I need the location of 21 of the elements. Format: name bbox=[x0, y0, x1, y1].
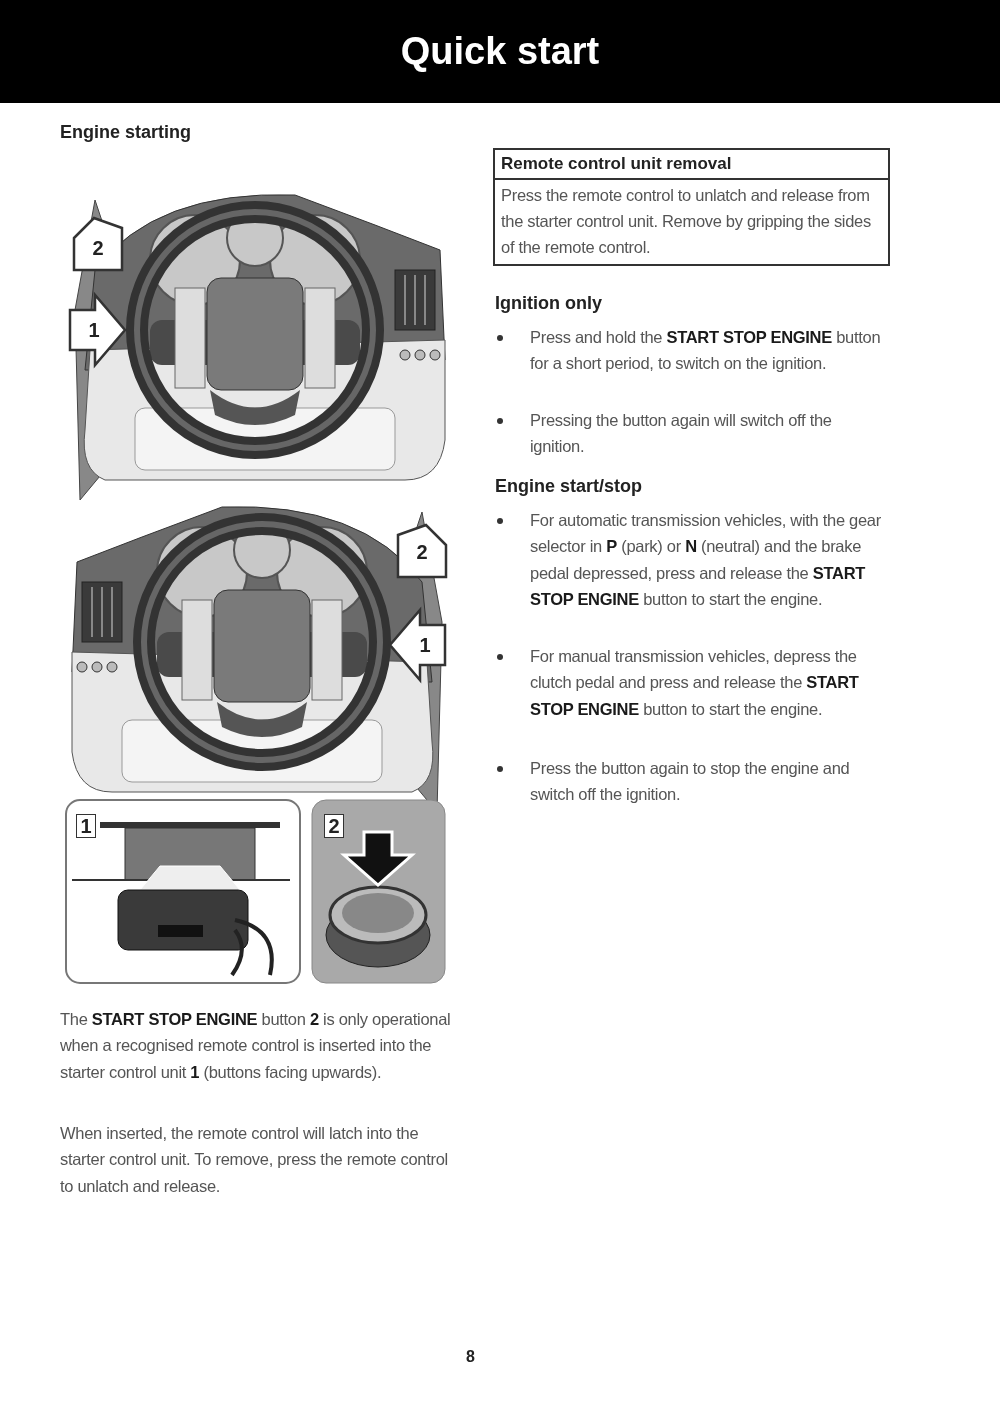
body-text: When inserted, the remote control will latch into the starter control unit. To remove, press the remote control to unlatch and release. bbox=[60, 1123, 449, 1197]
bullet-text: For automatic transmission vehicles, with the gear selector in P (park) or N (neutral) and the brake pedal depressed, press and release the START STOP ENGINE button to start the engine. bbox=[530, 510, 882, 610]
note-text: Press the remote control to unlatch and release from the starter control unit. Remove by gripping the sides of the remote control. bbox=[500, 185, 872, 258]
page-title: Quick start bbox=[0, 0, 1000, 103]
section-heading: Engine start/stop bbox=[495, 476, 643, 497]
bullet-text: Pressing the button again will switch off the ignition. bbox=[530, 410, 833, 458]
callout-number: 1 bbox=[87, 318, 101, 342]
section-heading: Engine starting bbox=[60, 122, 192, 143]
callout-number: 2 bbox=[415, 540, 429, 564]
note-heading: Remote control unit removal bbox=[495, 150, 888, 180]
page-number: 8 bbox=[466, 1348, 476, 1366]
bullet-text: Press the button again to stop the engine and switch off the ignition. bbox=[530, 758, 851, 806]
callout-number: 2 bbox=[324, 814, 344, 838]
body-text: The START STOP ENGINE button 2 is only operational when a recognised remote control is inserted into the starter control unit 1 (buttons facing upwards). bbox=[60, 1009, 452, 1083]
section-heading: Ignition only bbox=[495, 293, 603, 314]
callout-number: 1 bbox=[418, 633, 432, 657]
callout-number: 1 bbox=[76, 814, 96, 838]
callout-number: 2 bbox=[91, 236, 105, 260]
bullet-text: Press and hold the START STOP ENGINE button for a short period, to switch on the ignition. bbox=[530, 327, 882, 375]
note-box bbox=[493, 148, 890, 266]
bullet-text: For manual transmission vehicles, depress the clutch pedal and press and release the START STOP ENGINE button to start the engine. bbox=[530, 646, 860, 720]
